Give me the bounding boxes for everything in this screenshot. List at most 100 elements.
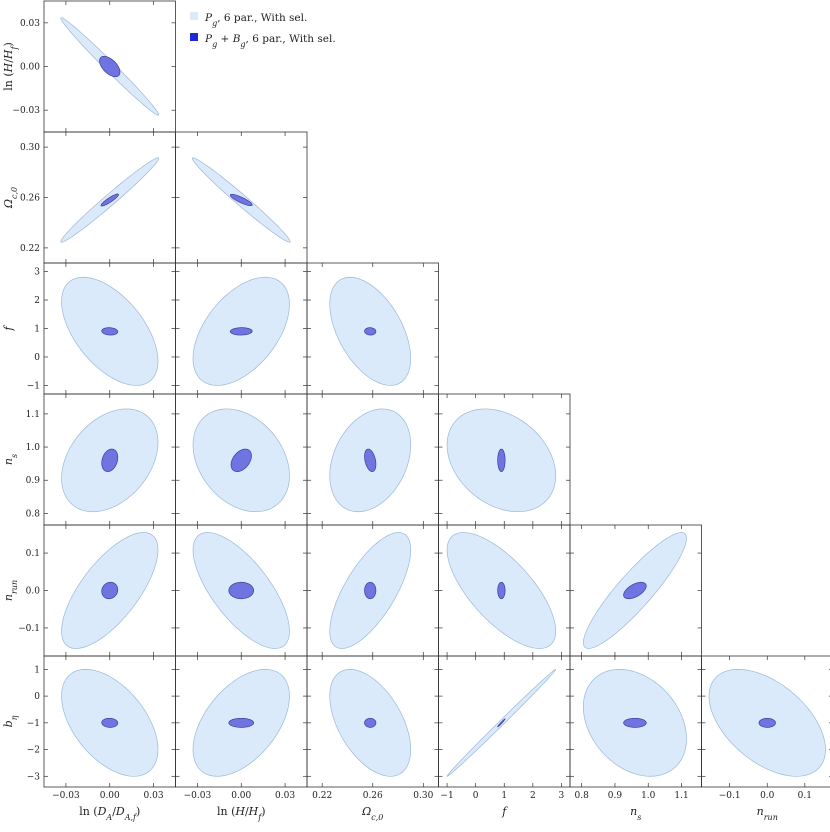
ellipse-pg-bg [229, 327, 253, 336]
x-tick-label: 1.0 [641, 791, 656, 801]
y-tick-label: −1 [27, 381, 40, 391]
ellipse-pg-bg [101, 327, 119, 336]
x-tick-label: 2 [530, 791, 536, 801]
x-axis-label-nrun: nrun [757, 805, 778, 822]
x-tick-label: −0.03 [52, 791, 80, 801]
panel-Om-vs-lnH [175, 131, 308, 264]
x-tick-label: 3 [559, 791, 565, 801]
panel-ns-vs-lnH [175, 393, 308, 526]
ellipse-pg-bg [100, 193, 119, 207]
y-axis-label-bq: bη [2, 715, 19, 727]
y-axis-label-f: f [2, 325, 15, 332]
panel-f-vs-lnDA: −1 0 1 2 3 f [2, 262, 176, 395]
y-tick-label: −1 [27, 719, 40, 729]
y-tick-label: 2 [34, 296, 40, 306]
ellipse-pg-bg [101, 717, 119, 728]
legend: Pg, 6 par., With sel. Pg + Bg, 6 par., W… [190, 12, 336, 49]
y-tick-label: 0.30 [20, 143, 40, 153]
panel-nrun-vs-Om [306, 524, 439, 657]
y-tick-label: 0.8 [26, 509, 41, 519]
ellipse-pg-bg [497, 718, 506, 728]
x-tick-label: 0.0 [760, 791, 775, 801]
x-tick-label: 0.00 [100, 791, 120, 801]
panel-nrun-vs-f [438, 524, 571, 657]
ellipse-pg-bg [101, 448, 119, 472]
ellipse-pg-bg [101, 581, 119, 600]
panel-nrun-vs-lnDA: −0.1 0.0 0.1 nrun [2, 524, 176, 657]
panel-ns-vs-Om [306, 393, 439, 526]
y-tick-label: 1.0 [26, 443, 41, 453]
x-axis-label-lnH: ln (H/Hf) [217, 805, 266, 822]
y-tick-label: 1 [34, 665, 40, 675]
y-axis-label-nrun: nrun [2, 580, 19, 601]
y-tick-label: 1.1 [26, 410, 40, 420]
ellipse-pg-bg [623, 581, 647, 600]
panel-bq-vs-nrun: −0.1 0.0 0.1 nrun [701, 655, 830, 822]
ellipse-pg-bg [364, 717, 377, 728]
y-tick-label: −2 [27, 746, 40, 756]
ellipse-pg-bg [497, 581, 506, 600]
panel-nrun-vs-ns [569, 524, 702, 657]
ellipse-pg-bg [230, 448, 252, 472]
x-tick-label: 0.00 [231, 791, 251, 801]
y-tick-label: 0.1 [26, 549, 40, 559]
x-tick-label: 1.1 [674, 791, 688, 801]
x-tick-label: −0.1 [719, 791, 741, 801]
y-tick-label: 0.26 [20, 194, 40, 204]
y-tick-label: 0.9 [26, 476, 41, 486]
y-tick-label: 3 [34, 268, 40, 278]
y-tick-label: 1 [34, 325, 40, 335]
ellipse-pg-bg [364, 327, 377, 336]
x-tick-label: 0.26 [363, 791, 383, 801]
panel-bq-vs-lnDA: −3 −2 −1 0 1 bη −0.03 0.00 0.03 ln (DA/DA,f) [2, 655, 176, 822]
x-tick-label: 0 [473, 791, 479, 801]
x-tick-label: 0.03 [144, 791, 164, 801]
ellipse-pg-bg [228, 717, 255, 728]
x-axis-label-f: f [501, 805, 508, 818]
ellipse-pg-bg [229, 194, 253, 207]
panel-ns-vs-lnDA: 0.8 0.9 1.0 1.1 ns [2, 393, 176, 526]
x-tick-label: 1 [501, 791, 507, 801]
y-axis-label-Om: Ωc,0 [2, 187, 19, 209]
ellipse-pg-bg [228, 581, 255, 600]
x-tick-label: 0.1 [798, 791, 812, 801]
y-tick-label: 0.00 [20, 63, 40, 73]
y-tick-label: 0 [34, 692, 40, 702]
x-axis-label-lnDA: ln (DA/DA,f) [79, 805, 140, 822]
panel-f-vs-lnH [175, 262, 308, 395]
ellipse-pg-bg [497, 448, 506, 472]
legend-swatch-pgbg [190, 33, 198, 41]
ellipse-pg-bg [99, 55, 121, 78]
ellipse-pg-bg [364, 448, 377, 472]
y-tick-label: 0.22 [20, 244, 40, 254]
x-tick-label: 0.8 [574, 791, 589, 801]
panel-ns-vs-f [438, 393, 571, 526]
panel-f-vs-Om [306, 262, 439, 395]
panel-lnH-vs-lnDA: −0.03 0.00 0.03 ln (H/Hf) [2, 0, 176, 133]
y-tick-label: 0.0 [26, 587, 41, 597]
legend-swatch-pg [190, 12, 198, 20]
x-tick-label: 0.03 [275, 791, 295, 801]
y-tick-label: −3 [27, 772, 41, 782]
y-tick-label: −0.1 [18, 624, 40, 634]
x-tick-label: 0.30 [413, 791, 433, 801]
x-tick-label: 0.22 [312, 791, 332, 801]
ellipse-pg-bg [623, 717, 647, 728]
panel-nrun-vs-lnH [175, 524, 308, 657]
y-tick-label: 0 [34, 353, 40, 363]
y-tick-label: −0.03 [12, 106, 40, 116]
y-axis-label-ns: ns [2, 454, 19, 465]
x-axis-label-Om: Ωc,0 [361, 805, 383, 822]
legend-label-pg: Pg, 6 par., With sel. [204, 12, 307, 28]
ellipse-pg-bg [364, 581, 377, 600]
y-axis-label-lnH: ln (H/Hf) [2, 42, 19, 91]
y-tick-label: 0.03 [20, 19, 40, 29]
x-axis-label-ns: ns [630, 805, 641, 822]
